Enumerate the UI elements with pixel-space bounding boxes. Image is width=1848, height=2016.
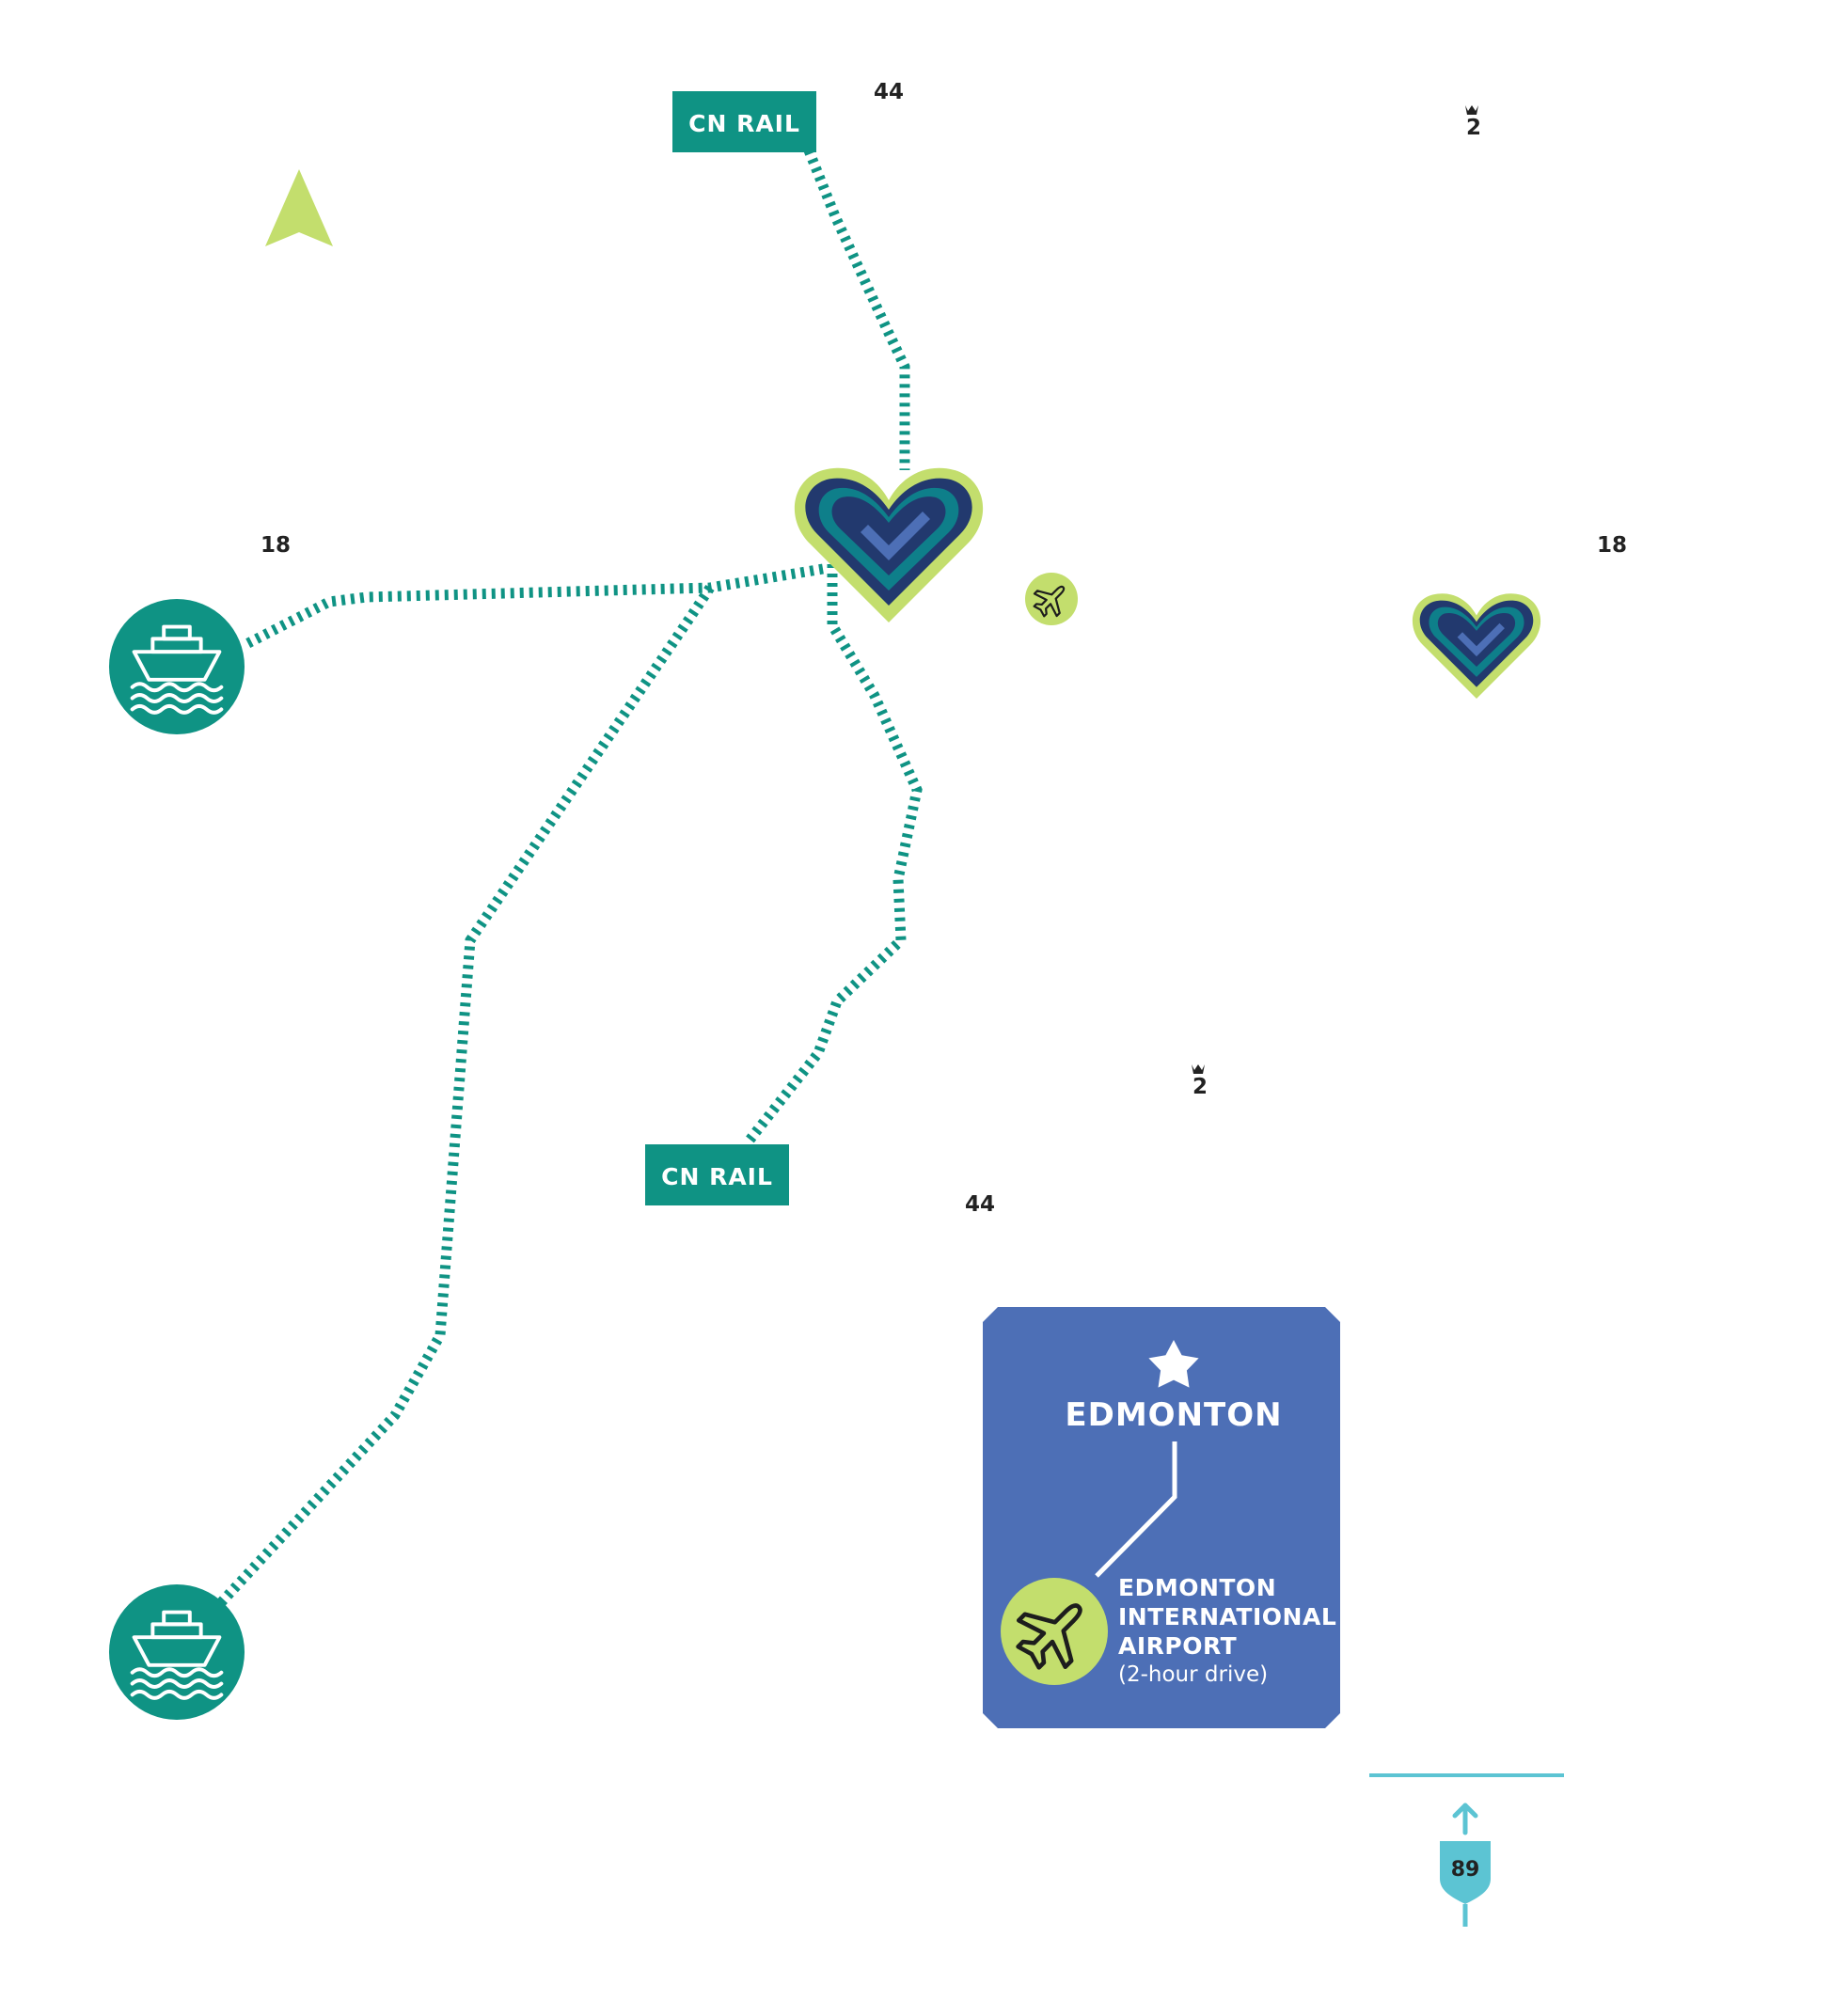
highway-44-north-label: 44: [874, 80, 904, 104]
cn-rail-label-south: CN RAIL: [645, 1144, 789, 1205]
ship-icon: [107, 1583, 246, 1722]
rail-line-west: [242, 563, 824, 650]
highway-2-north-marker: 2: [1465, 105, 1481, 140]
cn-rail-label-north: CN RAIL: [672, 91, 816, 152]
north-arrow-icon: [265, 169, 333, 246]
rail-line-north: [803, 148, 910, 470]
airport-name-line-2: INTERNATIONAL: [1118, 1603, 1336, 1630]
airport-marker: [1025, 573, 1078, 625]
airport-name-line-1: EDMONTON: [1118, 1574, 1276, 1601]
arrow-up-icon: [1452, 1803, 1478, 1835]
heart-icon: [1412, 593, 1541, 699]
crown-icon: [1465, 105, 1478, 115]
edmonton-label: EDMONTON: [1065, 1396, 1282, 1434]
route-shield-icon: [1440, 1841, 1491, 1904]
airport-name-line-3: AIRPORT: [1118, 1632, 1237, 1660]
highway-2-north-label: 2: [1466, 116, 1481, 140]
cn-rail-text: CN RAIL: [661, 1163, 773, 1190]
highway-18-east-label: 18: [1597, 533, 1627, 558]
rail-line-southwest: [210, 584, 715, 1614]
highway-44-south-label: 44: [965, 1192, 995, 1217]
heart-icon: [794, 467, 984, 622]
airport-badge: [1001, 1578, 1108, 1685]
highway-2-south-marker: 2: [1192, 1064, 1208, 1099]
highway-89-label: 89: [1451, 1858, 1480, 1882]
rail-line-southeast: [743, 564, 923, 1146]
crown-icon: [1192, 1064, 1205, 1074]
highway-2-south-label: 2: [1193, 1075, 1208, 1099]
cn-rail-text: CN RAIL: [688, 110, 800, 137]
highway-89-marker: 89: [1369, 1773, 1564, 1927]
airport-connector-line: [1095, 1441, 1177, 1578]
ship-icon: [107, 597, 246, 736]
star-icon: [1148, 1340, 1199, 1388]
highway-18-west-label: 18: [261, 533, 291, 558]
drive-time-note: (2-hour drive): [1118, 1662, 1268, 1687]
edmonton-box: EDMONTON EDMONTON INTERNATIONAL AIRPORT …: [983, 1307, 1340, 1728]
